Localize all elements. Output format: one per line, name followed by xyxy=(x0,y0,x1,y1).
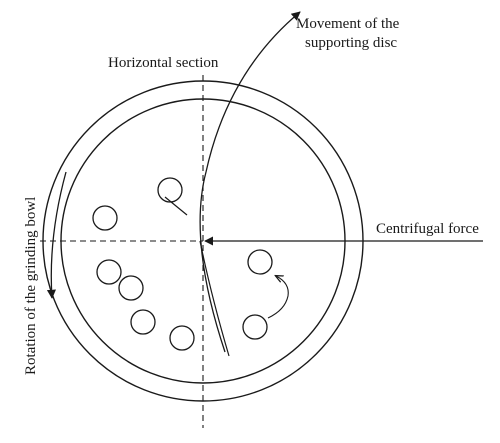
chamber-boundary-arc xyxy=(199,240,230,357)
horizontal-section-label: Horizontal section xyxy=(108,55,219,71)
grinding-ball xyxy=(169,325,195,351)
grinding-ball xyxy=(157,177,183,203)
grinding-ball xyxy=(118,275,144,301)
movement-label-line1: Movement of the xyxy=(296,16,400,32)
grinding-ball xyxy=(242,314,268,340)
grinding-ball xyxy=(247,249,273,275)
grinding-ball-motion-tick xyxy=(164,196,188,216)
grinding-ball xyxy=(96,259,122,285)
centrifugal-force-label: Centrifugal force xyxy=(376,221,479,237)
grinding-ball xyxy=(130,309,156,335)
bowl-rotation-arrow xyxy=(46,171,67,299)
supporting-disc-movement-arrow xyxy=(199,11,301,353)
movement-label-line2: supporting disc xyxy=(305,35,397,51)
bowl-rotation-label: Rotation of the grinding bowl xyxy=(23,197,39,375)
ball-trajectory-arrow xyxy=(267,276,289,319)
grinding-ball xyxy=(92,205,118,231)
